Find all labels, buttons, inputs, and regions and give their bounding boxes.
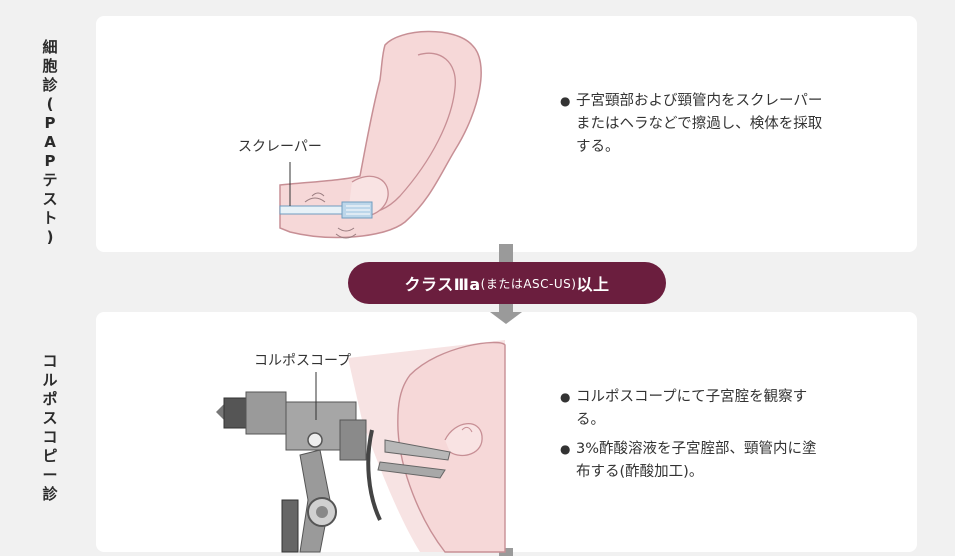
scraper-label: スクレーパー: [238, 136, 322, 156]
step1-bullets: 子宮頸部および頸管内をスクレーパーまたはヘラなどで擦過し、検体を採取する。: [560, 90, 830, 159]
colposcope-label: コルポスコープ: [254, 350, 351, 370]
bullet-item: コルポスコープにて子宮腟を観察する。: [560, 386, 830, 432]
step1-description: 子宮頸部および頸管内をスクレーパーまたはヘラなどで擦過し、検体を採取する。: [560, 90, 830, 165]
step2-bullets: コルポスコープにて子宮腟を観察する。 3%酢酸溶液を子宮腟部、頸管内に塗布する(酢…: [560, 386, 830, 484]
bullet-item: 子宮頸部および頸管内をスクレーパーまたはヘラなどで擦過し、検体を採取する。: [560, 90, 830, 159]
step2-description: コルポスコープにて子宮腟を観察する。 3%酢酸溶液を子宮腟部、頸管内に塗布する(酢…: [560, 386, 830, 490]
bullet-item: 3%酢酸溶液を子宮腟部、頸管内に塗布する(酢酸加工)。: [560, 438, 830, 484]
vagina-illustration: [348, 340, 505, 552]
colposcope-device: [216, 372, 366, 552]
